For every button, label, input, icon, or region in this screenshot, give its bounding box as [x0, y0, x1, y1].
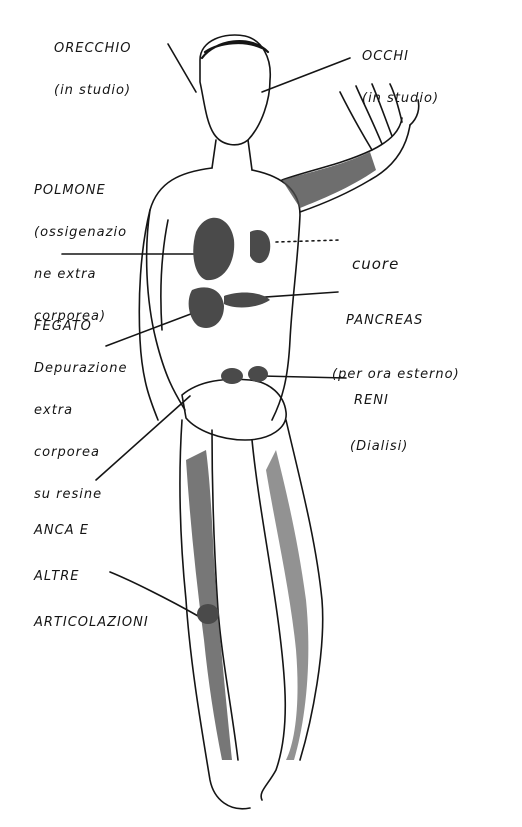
label-fegato-title: FEGATO [34, 320, 127, 334]
label-anca-line-3: ARTICOLAZIONI [34, 616, 149, 630]
label-fegato-note-2: extra [34, 404, 127, 418]
lung-left-shape [193, 218, 234, 280]
leader-orecchio [168, 44, 196, 92]
label-fegato: FEGATO Depurazione extra corporea su res… [34, 292, 127, 531]
label-fegato-note-3: corporea [34, 446, 127, 460]
label-reni: RENI (Dialisi) [354, 366, 408, 482]
label-occhi-title: OCCHI [362, 50, 439, 64]
label-fegato-note-1: Depurazione [34, 362, 127, 376]
torso-outline [147, 168, 300, 420]
label-reni-title: RENI [354, 394, 408, 408]
pancreas-shape [224, 293, 270, 308]
knee-joint-shape [197, 604, 219, 624]
label-orecchio: ORECCHIO (in studio) [54, 14, 131, 126]
label-orecchio-note: (in studio) [54, 84, 131, 98]
label-polmone-title: POLMONE [34, 184, 127, 198]
left-arm [139, 210, 168, 420]
label-anca-line-2: ALTRE [34, 570, 149, 584]
label-cuore-title: cuore [352, 256, 399, 272]
leader-occhi [262, 58, 350, 92]
right-leg [252, 420, 323, 800]
label-orecchio-title: ORECCHIO [54, 42, 131, 56]
label-occhi: OCCHI (in studio) [362, 22, 439, 134]
right-leg-shading [266, 450, 308, 760]
label-anca: ANCA E ALTRE ARTICOLAZIONI [34, 496, 149, 658]
label-occhi-note: (in studio) [362, 92, 439, 106]
label-anca-line-1: ANCA E [34, 524, 149, 538]
raised-arm-shading [282, 152, 376, 208]
leader-cuore [276, 240, 340, 242]
liver-shape [189, 287, 224, 328]
label-polmone-note-1: (ossigenazio [34, 226, 127, 240]
head-outline [200, 35, 270, 145]
label-pancreas-title: PANCREAS [346, 314, 460, 328]
label-reni-note: (Dialisi) [350, 440, 408, 454]
label-polmone-note-2: ne extra [34, 268, 127, 282]
kidney-left-shape [221, 368, 243, 384]
kidney-right-shape [248, 366, 268, 382]
pelvis [182, 379, 286, 440]
heart-shape [250, 230, 270, 263]
